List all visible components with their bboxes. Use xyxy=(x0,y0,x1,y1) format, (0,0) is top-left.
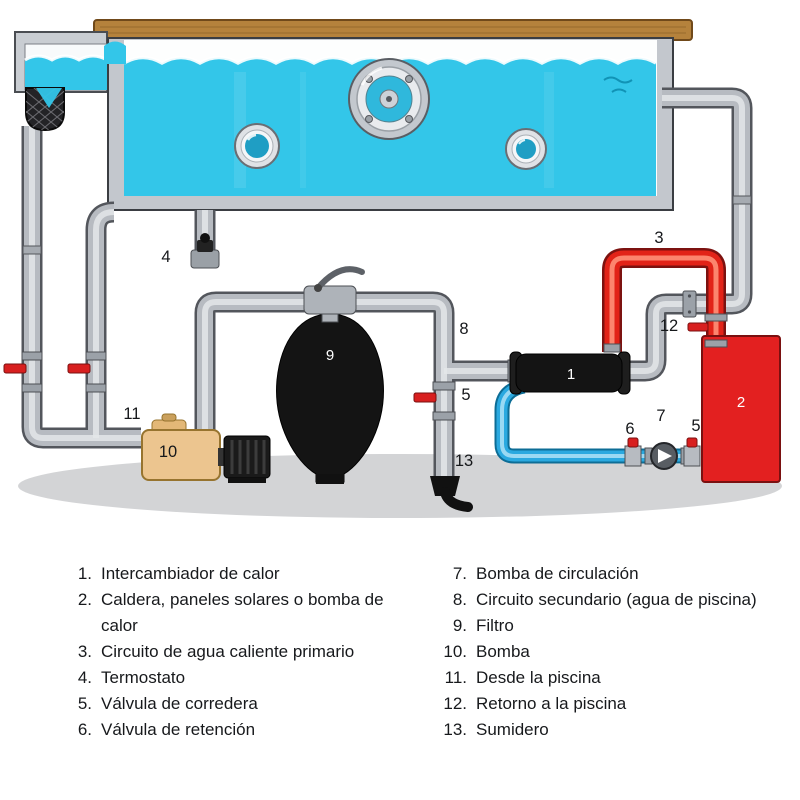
label-8: 8 xyxy=(459,320,468,338)
label-1: 1 xyxy=(567,366,575,383)
multiport-valve xyxy=(303,266,365,323)
legend-text: Desde la piscina xyxy=(476,668,601,687)
legend-number: 11. xyxy=(444,668,467,687)
legend-number: 13. xyxy=(443,720,467,739)
overflow-water xyxy=(104,41,126,64)
valve-hot-line xyxy=(687,313,728,348)
legend-number: 6. xyxy=(77,720,92,739)
label-4: 4 xyxy=(161,248,170,266)
filter xyxy=(276,313,384,484)
legend: 1. Intercambiador de calor 2. Caldera, pan… xyxy=(62,561,800,743)
pump xyxy=(141,413,271,483)
legend-item-3: 3. Circuito de agua caliente primario xyxy=(62,639,437,665)
slide-valve-5b xyxy=(683,437,701,467)
label-5b: 5 xyxy=(691,417,700,435)
label-3: 3 xyxy=(654,229,663,247)
legend-text: Caldera, paneles solares o bomba de calo… xyxy=(101,590,384,635)
pipe-flanges xyxy=(22,195,752,383)
label-11: 11 xyxy=(123,405,140,423)
label-7: 7 xyxy=(656,407,665,425)
pool-light-right xyxy=(505,128,547,170)
pool-heating-diagram: 1 2 3 4 5 5 6 7 8 9 10 11 12 13 xyxy=(3,19,782,518)
label-10: 10 xyxy=(159,443,177,461)
legend-text: Válvula de corredera xyxy=(101,694,258,713)
thermostat xyxy=(190,233,220,269)
label-2: 2 xyxy=(737,394,745,411)
falling-water xyxy=(36,88,62,108)
legend-item-9: 9. Filtro xyxy=(437,613,757,639)
legend-text: Filtro xyxy=(476,616,514,635)
boiler xyxy=(701,335,781,483)
legend-number: 5. xyxy=(77,694,92,713)
legend-item-4: 4. Termostato xyxy=(62,665,437,691)
main-drain-fixture xyxy=(348,58,430,140)
legend-number: 1. xyxy=(77,564,92,583)
sump-drain xyxy=(430,476,473,512)
heat-exchanger xyxy=(509,351,631,395)
legend-number: 9. xyxy=(452,616,467,635)
legend-item-11: 11. Desde la piscina xyxy=(437,665,757,691)
gate-valve-skimmer-line xyxy=(3,351,43,393)
legend-item-6: 6. Válvula de retención xyxy=(62,717,437,743)
legend-number: 8. xyxy=(452,590,467,609)
slide-valve-5 xyxy=(413,381,456,421)
label-12: 12 xyxy=(660,317,678,335)
legend-text: Circuito secundario (agua de piscina) xyxy=(476,590,757,609)
pool-light-left xyxy=(234,123,280,169)
legend-text: Circuito de agua caliente primario xyxy=(101,642,355,661)
overflow-gutter xyxy=(14,31,108,93)
label-13: 13 xyxy=(455,452,473,470)
label-6: 6 xyxy=(625,420,634,438)
legend-text: Bomba de circulación xyxy=(476,564,639,583)
hot-water-pipe-3 xyxy=(602,248,726,352)
legend-item-12: 12. Retorno a la piscina xyxy=(437,691,757,717)
legend-text: Sumidero xyxy=(476,720,549,739)
pool xyxy=(104,37,674,211)
legend-number: 12. xyxy=(443,694,467,713)
legend-item-10: 10. Bomba xyxy=(437,639,757,665)
legend-item-5: 5. Válvula de corredera xyxy=(62,691,437,717)
legend-item-8: 8. Circuito secundario (agua de piscina) xyxy=(437,587,757,613)
legend-column-left: 1. Intercambiador de calor 2. Caldera, pan… xyxy=(62,561,437,743)
legend-item-7: 7. Bomba de circulación xyxy=(437,561,757,587)
label-9: 9 xyxy=(326,347,334,364)
legend-item-2: 2. Caldera, paneles solares o bomba de ca… xyxy=(62,587,437,639)
legend-text: Retorno a la piscina xyxy=(476,694,627,713)
legend-text: Válvula de retención xyxy=(101,720,256,739)
pump-motor xyxy=(218,435,271,483)
flow-arrow-icon xyxy=(658,449,672,463)
legend-number: 3. xyxy=(77,642,92,661)
legend-number: 10. xyxy=(443,642,467,661)
legend-text: Intercambiador de calor xyxy=(101,564,280,583)
gate-valve-drain-line xyxy=(67,351,107,393)
strainer-basket xyxy=(25,87,65,132)
check-valve-6 xyxy=(624,437,642,467)
legend-column-right: 7. Bomba de circulación 8. Circuito secund… xyxy=(437,561,757,743)
legend-text: Bomba xyxy=(476,642,530,661)
legend-item-13: 13. Sumidero xyxy=(437,717,757,743)
legend-item-1: 1. Intercambiador de calor xyxy=(62,561,437,587)
legend-number: 4. xyxy=(77,668,92,687)
label-5: 5 xyxy=(461,386,470,404)
legend-text: Termostato xyxy=(101,668,186,687)
legend-number: 7. xyxy=(452,564,467,583)
legend-number: 2. xyxy=(77,590,92,609)
